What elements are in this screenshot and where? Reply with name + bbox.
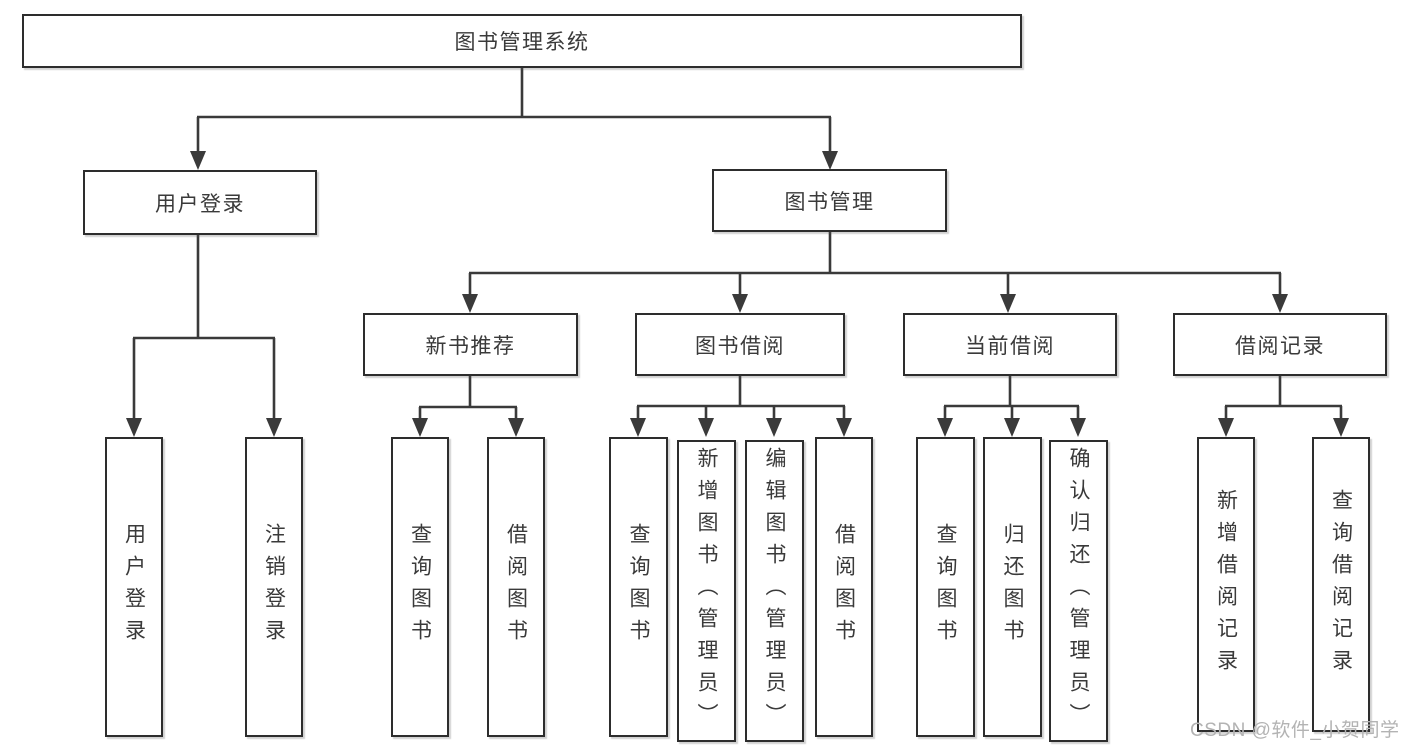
arrowhead-icons [126, 151, 1349, 437]
leaf-logout-label: 注销登录 [262, 523, 286, 651]
leaf-query-books-current: 查询图书 [916, 437, 975, 737]
leaf-add-book-admin: 新增图书（管理员） [677, 440, 736, 742]
node-new-book-recommendation: 新书推荐 [363, 313, 578, 376]
leaf-query-books-borrow-label: 查询图书 [627, 523, 650, 651]
leaf-query-borrow-record: 查询借阅记录 [1312, 437, 1370, 732]
leaf-user-login: 用户登录 [105, 437, 163, 737]
node-current-borrowing: 当前借阅 [903, 313, 1117, 376]
leaf-logout: 注销登录 [245, 437, 303, 737]
leaf-add-book-admin-label: 新增图书（管理员） [695, 447, 718, 735]
leaf-add-borrow-record-label: 新增借阅记录 [1214, 488, 1238, 681]
leaf-user-login-label: 用户登录 [122, 523, 146, 651]
node-book-management-label: 图书管理 [784, 190, 875, 214]
node-current-borrowing-label: 当前借阅 [965, 334, 1055, 358]
leaf-borrow-books-recommend: 借阅图书 [487, 437, 545, 737]
leaf-query-books-current-label: 查询图书 [934, 523, 957, 651]
node-borrowing-records-label: 借阅记录 [1235, 334, 1325, 358]
node-book-borrowing: 图书借阅 [635, 313, 845, 376]
watermark: CSDN @软件_小贺同学 [1190, 720, 1400, 741]
node-library-system-label: 图书管理系统 [454, 31, 590, 54]
connector-lines [132, 68, 1343, 421]
node-book-borrowing-label: 图书借阅 [695, 334, 785, 358]
leaf-query-books-recommend-label: 查询图书 [408, 523, 432, 651]
leaf-return-books: 归还图书 [983, 437, 1042, 737]
node-user-login-label: 用户登录 [155, 192, 245, 216]
leaf-borrow-books-recommend-label: 借阅图书 [504, 523, 528, 651]
leaf-edit-book-admin: 编辑图书（管理员） [745, 440, 804, 742]
leaf-add-borrow-record: 新增借阅记录 [1197, 437, 1255, 732]
leaf-confirm-return-admin: 确认归还（管理员） [1049, 440, 1108, 742]
node-library-system: 图书管理系统 [22, 14, 1022, 68]
leaf-confirm-return-admin-label: 确认归还（管理员） [1067, 447, 1090, 735]
leaf-query-books-borrow: 查询图书 [609, 437, 668, 737]
leaf-query-borrow-record-label: 查询借阅记录 [1329, 488, 1353, 681]
leaf-edit-book-admin-label: 编辑图书（管理员） [763, 447, 786, 735]
node-book-management: 图书管理 [712, 169, 947, 232]
node-borrowing-records: 借阅记录 [1173, 313, 1387, 376]
leaf-borrow-books-borrow: 借阅图书 [815, 437, 873, 737]
leaf-query-books-recommend: 查询图书 [391, 437, 449, 737]
leaf-return-books-label: 归还图书 [1001, 523, 1024, 651]
node-new-book-recommendation-label: 新书推荐 [425, 334, 516, 358]
leaf-borrow-books-borrow-label: 借阅图书 [832, 523, 856, 651]
node-user-login: 用户登录 [83, 170, 317, 235]
